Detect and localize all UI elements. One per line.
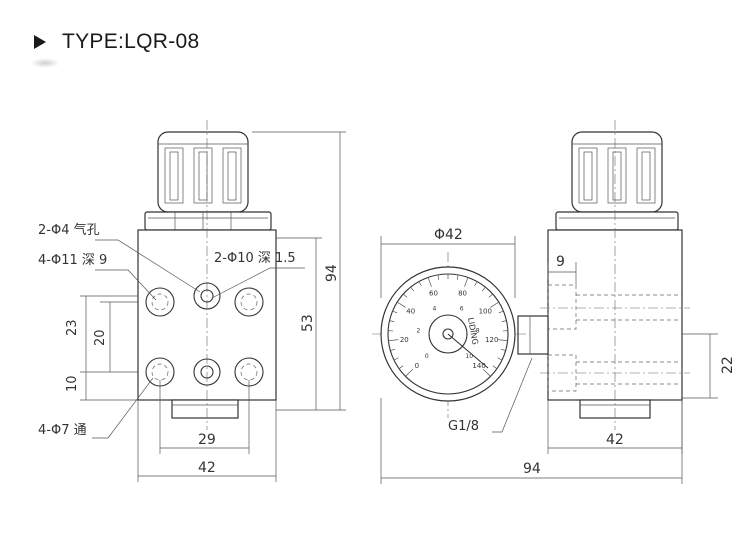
gauge-tick bbox=[456, 274, 459, 280]
gauge-tick bbox=[388, 339, 399, 342]
dim-gauge-42: Φ42 bbox=[434, 227, 463, 243]
gauge-tick bbox=[393, 357, 399, 361]
dim-front-42: 42 bbox=[198, 460, 216, 476]
gauge-outer-label: 100 bbox=[479, 308, 492, 316]
gauge-tick bbox=[427, 277, 432, 287]
dim-front-29: 29 bbox=[198, 432, 216, 448]
gauge-outer-label: 40 bbox=[406, 308, 415, 316]
overall-dim-94 bbox=[380, 398, 683, 484]
gauge-tick bbox=[500, 348, 506, 351]
front-view: 2-Φ4 气孔 4-Φ11 深 9 2-Φ10 深 1.5 4-Φ7 通 23 … bbox=[38, 120, 346, 482]
gauge-tick bbox=[501, 320, 507, 323]
gauge-tick bbox=[497, 339, 508, 342]
label-air-hole: 2-Φ4 气孔 bbox=[38, 222, 100, 238]
dim-side-94: 94 bbox=[523, 461, 541, 477]
header-shadow bbox=[30, 58, 60, 68]
side-dim-9 bbox=[547, 262, 577, 285]
gauge-inner-label: 4 bbox=[432, 305, 436, 312]
dim-front-53: 53 bbox=[300, 314, 316, 332]
label-holes-7: 4-Φ7 通 bbox=[38, 423, 87, 438]
front-knob bbox=[144, 131, 272, 231]
label-port: G1/8 bbox=[448, 419, 479, 434]
front-bottom-dims bbox=[137, 380, 277, 482]
side-view: 9 22 42 bbox=[517, 120, 736, 454]
front-left-dims bbox=[80, 295, 138, 401]
gauge-dim-42 bbox=[380, 236, 516, 298]
gauge-tick bbox=[389, 320, 395, 323]
label-holes-11: 4-Φ11 深 9 bbox=[38, 253, 107, 268]
gauge-inner-label: 10 bbox=[465, 353, 473, 360]
page-header: TYPE:LQR-08 bbox=[34, 30, 200, 54]
gauge-outer-label: 140 bbox=[472, 362, 485, 370]
gauge-tick bbox=[390, 348, 396, 351]
front-right-dims bbox=[252, 131, 346, 411]
front-plug bbox=[171, 399, 239, 419]
gauge-tick bbox=[464, 277, 469, 287]
gauge-outer-label: 120 bbox=[485, 336, 498, 344]
gauge-scale-labels: 0 20 40 60 80 100 120 140 0 2 4 6 8 10 bbox=[400, 289, 499, 370]
gauge-tick bbox=[490, 301, 499, 308]
dim-side-22: 22 bbox=[720, 356, 736, 374]
gauge-outer-label: 80 bbox=[458, 289, 467, 297]
gauge-tick bbox=[405, 369, 413, 377]
dim-front-10: 10 bbox=[65, 375, 80, 392]
gauge-tick bbox=[488, 293, 493, 298]
gauge-outer-label: 20 bbox=[400, 336, 409, 344]
gauge-tick bbox=[498, 310, 504, 314]
gauge-outer-label: 60 bbox=[429, 289, 438, 297]
side-dim-22 bbox=[682, 333, 718, 399]
gauge-tick bbox=[497, 357, 503, 361]
gauge-ticks bbox=[388, 274, 508, 377]
front-leaders bbox=[92, 239, 305, 439]
gauge-inner-label: 2 bbox=[416, 327, 420, 334]
gauge-tick bbox=[392, 310, 398, 314]
play-arrow-icon bbox=[34, 35, 46, 49]
gauge-connector bbox=[517, 315, 549, 355]
port-leader bbox=[492, 357, 533, 433]
dim-front-23: 23 bbox=[65, 319, 80, 336]
dim-front-20: 20 bbox=[93, 329, 108, 346]
gauge-inner-label: 0 bbox=[425, 353, 429, 360]
side-hidden-passages bbox=[540, 284, 690, 392]
gauge-tick bbox=[398, 365, 404, 370]
gauge-tick bbox=[418, 281, 422, 287]
side-knob bbox=[555, 131, 679, 231]
gauge-inner-label: 6 bbox=[460, 305, 464, 312]
gauge-tick bbox=[397, 301, 406, 308]
dim-side-9: 9 bbox=[556, 254, 565, 270]
gauge-tick bbox=[474, 281, 478, 287]
gauge-inner-label: 8 bbox=[476, 327, 480, 334]
label-holes-10: 2-Φ10 深 1.5 bbox=[214, 251, 296, 266]
gauge-tick bbox=[482, 286, 486, 292]
gauge-tick bbox=[483, 369, 491, 377]
gauge-outer-label: 0 bbox=[415, 362, 419, 370]
gauge-tick bbox=[437, 274, 440, 280]
gauge-needle bbox=[447, 333, 489, 369]
page-title: TYPE:LQR-08 bbox=[62, 30, 200, 53]
dim-front-94: 94 bbox=[324, 264, 340, 282]
gauge-tick bbox=[410, 286, 414, 292]
gauge-tick bbox=[492, 365, 498, 370]
gauge-tick bbox=[403, 293, 408, 298]
dim-side-42: 42 bbox=[606, 432, 624, 448]
